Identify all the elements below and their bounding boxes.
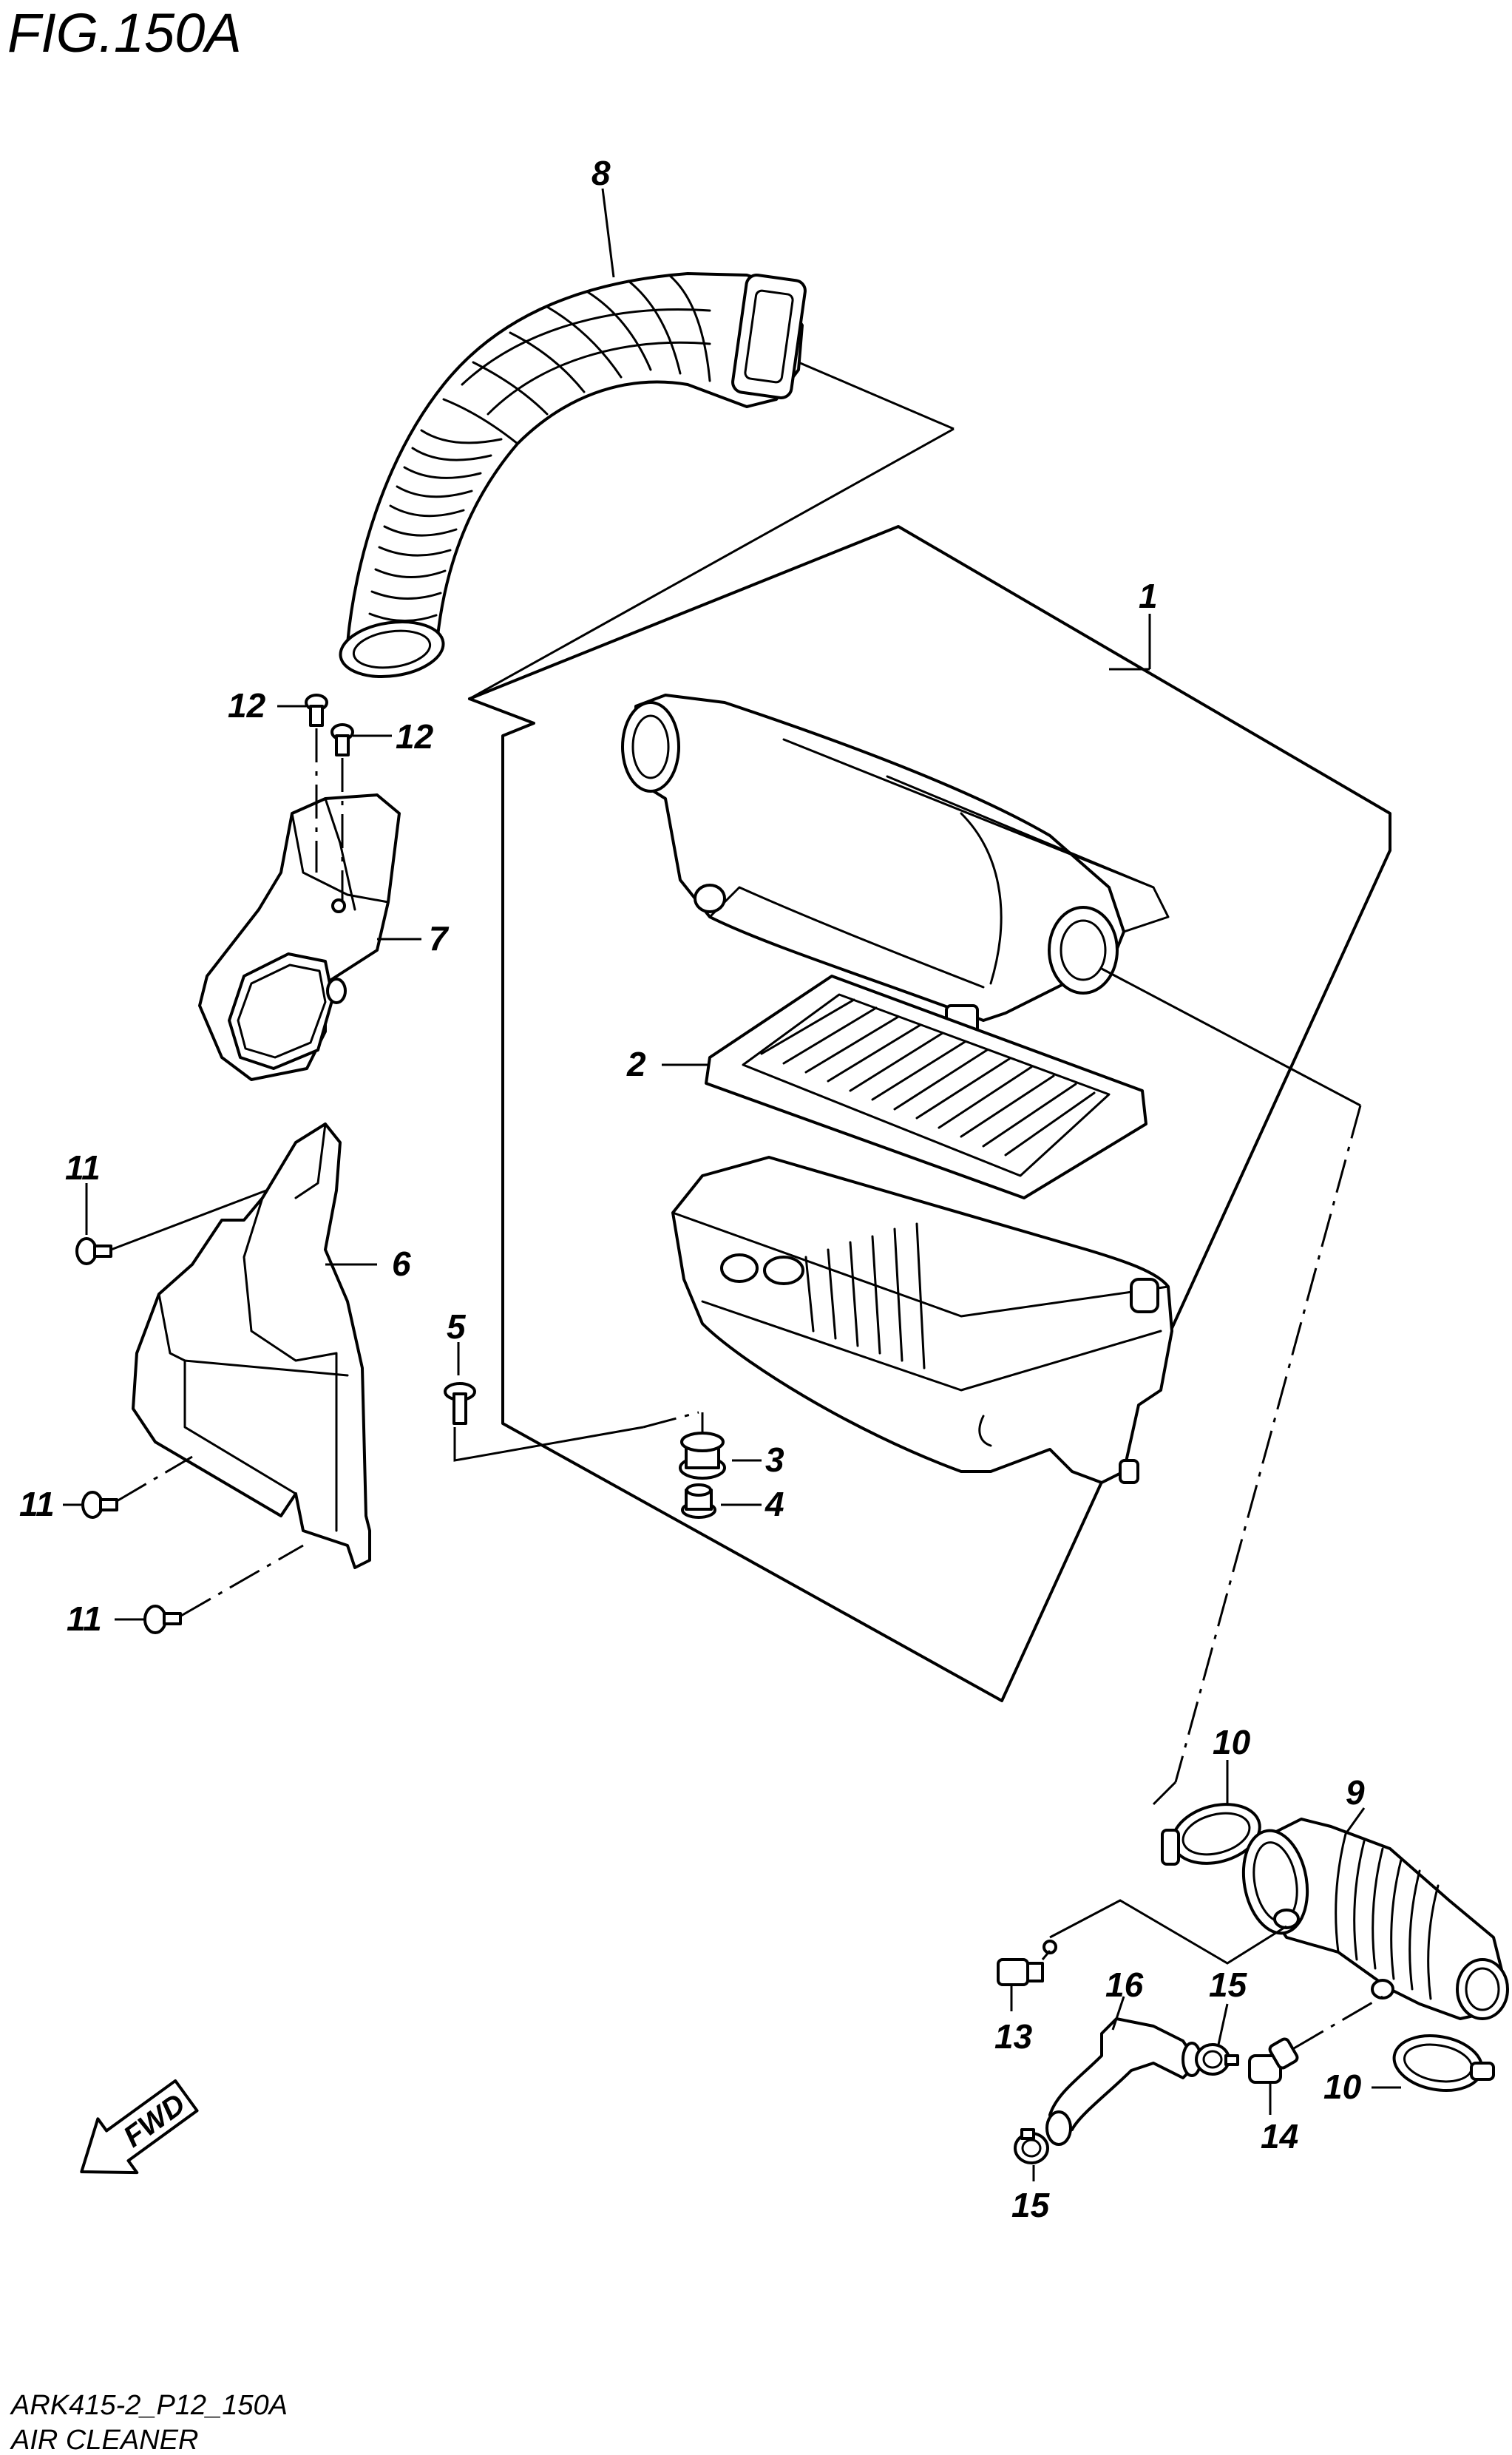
callout-10b: 10: [1323, 2068, 1362, 2106]
callout-7: 7: [429, 919, 450, 958]
filter-element-part-2: [705, 975, 1147, 1199]
clip-part-15b: [1014, 2128, 1049, 2164]
bolt-part-12a: [305, 694, 328, 727]
callout-13: 13: [994, 2017, 1033, 2056]
fwd-arrow-icon: FWD: [80, 2079, 199, 2175]
callout-11b: 11: [19, 1485, 55, 1523]
screw-part-11c: [143, 1605, 182, 1634]
upper-case-part-1: [621, 694, 1170, 1034]
screw-part-11a: [75, 1237, 112, 1265]
valve-part-13: [997, 1940, 1057, 1986]
outlet-hose-part-9: [1241, 1818, 1509, 2020]
callout-10a: 10: [1213, 1723, 1251, 1761]
collar-part-4: [681, 1483, 716, 1519]
footer-name: AIR CLEANER: [10, 2425, 198, 2455]
grommet-part-3: [679, 1432, 726, 1480]
callout-8: 8: [591, 154, 611, 192]
callout-15b: 15: [1011, 2186, 1051, 2224]
callout-4: 4: [765, 1485, 784, 1523]
callout-16: 16: [1105, 1965, 1144, 2004]
callout-15a: 15: [1209, 1965, 1248, 2004]
clip-part-15a: [1195, 2043, 1239, 2076]
callout-12b: 12: [396, 717, 434, 756]
callout-14: 14: [1261, 2117, 1298, 2156]
hose-part-16: [1045, 2017, 1202, 2146]
callout-3: 3: [765, 1440, 784, 1479]
figure-title: FIG.150A: [7, 2, 242, 64]
clamp-part-10a: [1161, 1803, 1261, 1866]
callout-2: 2: [626, 1045, 646, 1083]
callout-1: 1: [1139, 577, 1158, 615]
intake-duct-part-8: [339, 272, 955, 678]
cover-part-6: [132, 1122, 371, 1569]
callout-5: 5: [447, 1307, 467, 1346]
clamp-part-10b: [1392, 2034, 1495, 2092]
intake-guide-part-7: [198, 793, 401, 1081]
bolt-part-12b: [330, 723, 354, 756]
elbow-part-14: [1248, 2037, 1299, 2084]
footer-code: ARK415-2_P12_150A: [10, 2390, 288, 2421]
callout-11a: 11: [65, 1148, 101, 1187]
callout-9: 9: [1346, 1773, 1365, 1812]
callout-6: 6: [392, 1245, 411, 1283]
screw-part-11b: [81, 1491, 118, 1519]
callout-12a: 12: [228, 686, 266, 725]
bolt-part-5: [444, 1382, 476, 1425]
callout-11c: 11: [67, 1599, 102, 1638]
lower-case: [671, 1156, 1173, 1484]
